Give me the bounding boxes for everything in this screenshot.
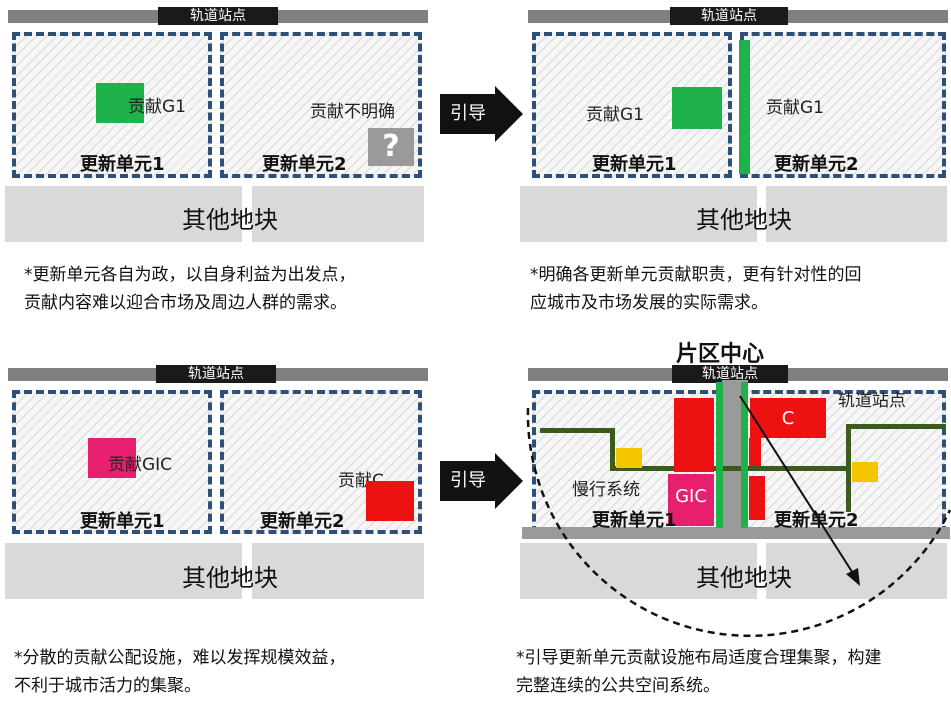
contrib-gic-box-bl: [88, 438, 136, 478]
rail-station-label-br: 轨道站点: [672, 365, 788, 383]
unit1-label-br: 更新单元1: [592, 510, 677, 531]
unit2-block-bl: [220, 390, 422, 534]
note-bl-1: *分散的贡献公配设施，难以发挥规模效益，: [14, 648, 346, 668]
unit2-label-br: 更新单元2: [774, 510, 859, 531]
other-land-tr-left: [520, 186, 757, 242]
note-tl-2: 贡献内容难以迎合市场及周边人群的需求。: [24, 293, 347, 313]
green-strip-br-1: [716, 382, 723, 528]
unit2-block-tr: [740, 32, 946, 178]
other-land-label-tl: 其他地块: [182, 206, 278, 234]
c-label-br: C: [781, 408, 795, 429]
commercial-block-br-left: [674, 398, 714, 472]
note-tl-1: *更新单元各自为政，以自身利益为出发点，: [24, 265, 356, 285]
green-strip-br-2: [741, 382, 748, 528]
yellow-facility-br-right: [852, 462, 878, 482]
note-br-1: *引导更新单元贡献设施布局适度合理集聚，构建: [516, 648, 882, 668]
unit2-label-tl: 更新单元2: [262, 154, 347, 175]
commercial-strip-br-1: [749, 438, 761, 466]
contrib-g1-right-text-tr: 贡献G1: [766, 98, 824, 118]
contrib-g1-box-tl: [96, 83, 144, 123]
note-tr-1: *明确各更新单元贡献职责，更有针对性的回: [530, 265, 862, 285]
radius-arrow-head: [846, 568, 860, 586]
yellow-facility-br-left: [616, 448, 642, 468]
note-bl-2: 不利于城市活力的集聚。: [14, 676, 201, 696]
rail-station-label-tr: 轨道站点: [670, 7, 788, 25]
gic-block-br: [668, 474, 714, 526]
guide-arrow-top: 引导: [440, 94, 496, 134]
other-land-label-bl: 其他地块: [182, 564, 278, 592]
guide-arrow-bottom: 引导: [440, 461, 496, 501]
other-land-label-tr: 其他地块: [696, 206, 792, 234]
other-land-tl-left: [5, 186, 242, 242]
green-strip-tr: [739, 40, 750, 174]
radius-arrow-line: [739, 395, 857, 579]
rail-station-label-tl: 轨道站点: [158, 7, 278, 25]
other-land-tr-right: [766, 186, 947, 242]
other-land-label-br: 其他地块: [696, 564, 792, 592]
unit1-block-tr: [532, 32, 732, 178]
unit1-label-tr: 更新单元1: [592, 154, 677, 175]
note-br-2: 完整连续的公共空间系统。: [516, 676, 720, 696]
slow-system-road-3: [610, 466, 850, 471]
other-land-bl-right: [252, 543, 424, 599]
other-land-br-left: [520, 543, 757, 599]
question-box: ?: [368, 128, 414, 166]
slow-system-road-1: [540, 428, 614, 433]
contrib-g1-text-tl: 贡献G1: [128, 97, 186, 117]
guide-arrow-bottom-head: [495, 453, 523, 509]
unit1-block-bl: [12, 390, 212, 534]
contrib-gic-text-bl: 贡献GIC: [108, 455, 173, 475]
catchment-arc: [526, 407, 951, 638]
district-center-title: 片区中心: [676, 342, 765, 367]
rail-station-side-label: 轨道站点: [838, 391, 906, 411]
note-tr-2: 应城市及市场发展的实际需求。: [530, 293, 768, 313]
commercial-strip-br-2: [749, 476, 765, 520]
unit1-label-bl: 更新单元1: [80, 511, 165, 532]
contrib-c-box-bl: [366, 481, 414, 521]
unit1-label-tl: 更新单元1: [80, 154, 165, 175]
slow-system-road-5: [846, 424, 946, 429]
other-land-tl-right: [252, 186, 424, 242]
slow-system-label: 慢行系统: [572, 480, 640, 500]
contrib-g1-left-text-tr: 贡献G1: [586, 105, 644, 125]
other-land-bl-left: [5, 543, 242, 599]
gic-label-br: GIC: [675, 486, 707, 507]
guide-arrow-top-head: [495, 86, 523, 142]
slow-system-road-4: [846, 424, 851, 512]
rail-station-label-bl: 轨道站点: [156, 365, 276, 383]
contrib-unclear-text: 贡献不明确: [310, 102, 395, 122]
contrib-g1-box-tr: [672, 87, 722, 129]
bottom-strip-br: [522, 527, 950, 539]
unit2-label-bl: 更新单元2: [260, 511, 345, 532]
slow-system-road-2: [610, 428, 615, 470]
unit2-label-tr: 更新单元2: [774, 154, 859, 175]
